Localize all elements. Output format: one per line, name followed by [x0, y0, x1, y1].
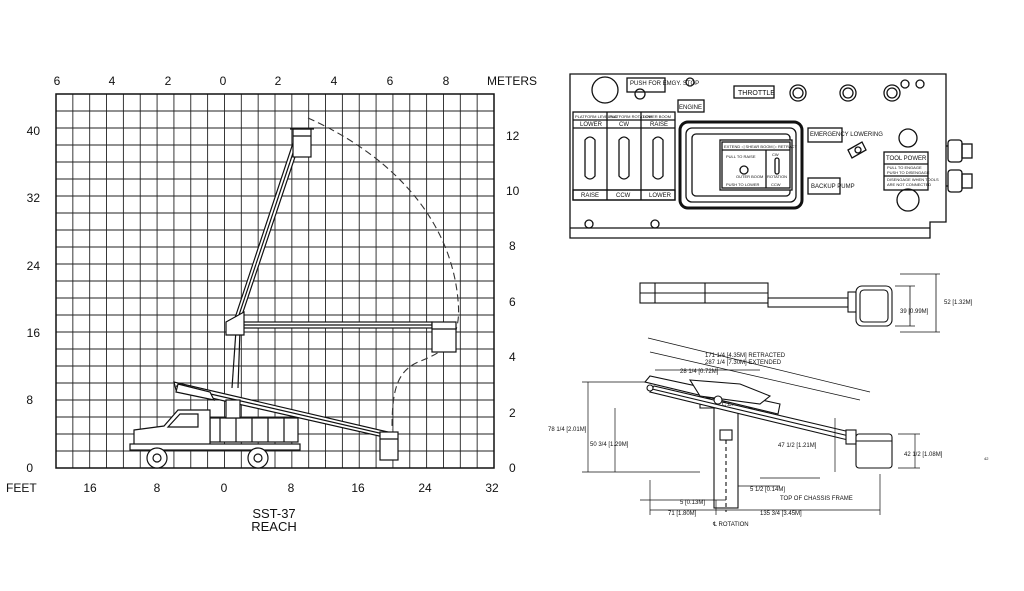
side-view-dimensions — [582, 337, 920, 515]
reach-caption: REACH — [251, 519, 297, 534]
feet-left-tick: 32 — [27, 191, 41, 205]
meter-top-tick: 6 — [387, 74, 394, 88]
meter-right-tick: 12 — [506, 129, 520, 143]
meter-right-labels: 12 10 8 6 4 2 0 — [506, 129, 520, 475]
meter-right-tick: 2 — [509, 406, 516, 420]
rotation-centerline: ℄ ROTATION — [712, 522, 749, 528]
lever-lower-label: LOWER — [649, 193, 672, 199]
feet-left-tick: 16 — [27, 326, 41, 340]
tool-power-note-1: DISENGAGE WHEN TOOLS — [887, 177, 939, 182]
meter-top-tick: 4 — [109, 74, 116, 88]
dim-5: 5 [0.13M] — [680, 500, 705, 506]
feet-left-labels: 40 32 24 16 8 0 — [26, 124, 40, 475]
lever-lower-label: CCW — [616, 193, 631, 199]
dim-78: 78 1/4 [2.01M] — [548, 427, 587, 433]
control-panel-labels: PUSH FOR EMGY. STOP ENGINE THROTTLE PLAT… — [575, 81, 939, 199]
dim-retracted: 171 1/4 [4.35M] RETRACTED — [705, 353, 786, 359]
push-lower-label: PUSH TO LOWER — [726, 182, 760, 187]
meter-top-tick: 6 — [54, 74, 61, 88]
feet-bottom-tick: 8 — [154, 481, 161, 495]
reach-chart: 6 4 2 0 2 4 6 8 METERS 40 32 24 16 8 0 1… — [6, 74, 537, 534]
tool-power-label: TOOL POWER — [886, 156, 927, 162]
dim-71: 71 [1.80M] — [668, 511, 697, 517]
page-mark: 42 — [984, 456, 989, 461]
feet-bottom-tick: 32 — [485, 481, 499, 495]
boom-lowered — [173, 381, 399, 461]
reach-envelope — [307, 117, 460, 431]
lever-top-label: LOWER BOOM — [643, 114, 671, 119]
meters-unit-label: METERS — [487, 74, 537, 88]
dim-39: 39 [0.99M] — [900, 309, 929, 315]
dim-28: 28 1/4 [0.72M] — [680, 369, 719, 375]
feet-bottom-tick: 0 — [221, 481, 228, 495]
dim-50: 50 3/4 [1.29M] — [590, 442, 629, 448]
dim-47: 47 1/2 [1.21M] — [778, 443, 817, 449]
backup-pump-label: BACKUP PUMP — [811, 184, 855, 190]
dim-5-half: 5 1/2 [0.14M] — [750, 487, 785, 493]
meter-right-tick: 8 — [509, 239, 516, 253]
tool-power-engage: PULL TO ENGAGE — [887, 165, 922, 170]
feet-unit-label: FEET — [6, 481, 37, 495]
feet-bottom-tick: 16 — [83, 481, 97, 495]
throttle-label: THROTTLE — [738, 90, 775, 97]
feet-bottom-tick: 16 — [351, 481, 365, 495]
boom-switch-label: EXTEND ◁ SHEAR BOOM ▷ RETRACT — [724, 144, 797, 149]
reach-grid — [56, 94, 494, 468]
dim-135: 135 3/4 [3.45M] — [760, 511, 802, 517]
reach-grid-frame — [55, 93, 495, 469]
meter-right-tick: 4 — [509, 350, 516, 364]
feet-bottom-labels: 16 8 0 8 16 24 32 — [83, 481, 499, 495]
dim-extended: 287 1/4 [7.30M] EXTENDED — [705, 360, 782, 366]
meter-top-tick: 8 — [443, 74, 450, 88]
side-view — [644, 375, 893, 512]
lever-upper-label: CW — [619, 122, 629, 128]
feet-left-tick: 40 — [27, 124, 41, 138]
top-view — [639, 273, 940, 333]
control-panel — [569, 73, 973, 239]
rotation-label: ROTATION — [767, 174, 787, 179]
meter-right-tick: 6 — [509, 295, 516, 309]
control-panel-outline — [569, 73, 947, 239]
truck — [129, 399, 301, 469]
rotation-cw-label: CW — [772, 152, 779, 157]
lever-upper-label: RAISE — [650, 122, 668, 128]
meter-top-labels: 6 4 2 0 2 4 6 8 — [54, 74, 450, 88]
side-view-labels: 171 1/4 [4.35M] RETRACTED 287 1/4 [7.30M… — [548, 353, 989, 528]
centerline-label: C.L. — [722, 402, 733, 408]
outer-boom-label: OUTER BOOM — [736, 174, 763, 179]
lever-top-label: PLATFORM LEVELING — [575, 114, 617, 119]
feet-left-tick: 24 — [27, 259, 41, 273]
boom-horizontal — [225, 310, 457, 353]
lever-upper-label: LOWER — [580, 122, 603, 128]
chassis-label: TOP OF CHASSIS FRAME — [780, 496, 853, 502]
estop-label: PUSH FOR EMGY. STOP — [630, 81, 699, 87]
meter-top-tick: 4 — [331, 74, 338, 88]
meter-top-tick: 0 — [220, 74, 227, 88]
feet-bottom-tick: 8 — [288, 481, 295, 495]
rotation-ccw-label: CCW — [771, 182, 781, 187]
emergency-lowering-label: EMERGENCY LOWERING — [810, 132, 883, 138]
lever-top-label: PLATFORM ROTATION — [609, 114, 652, 119]
meter-top-tick: 2 — [165, 74, 172, 88]
meter-right-tick: 10 — [506, 184, 520, 198]
meter-top-tick: 2 — [275, 74, 282, 88]
dim-52: 52 [1.32M] — [944, 300, 973, 306]
pull-raise-label: PULL TO RAISE — [726, 154, 756, 159]
meter-right-tick: 0 — [509, 461, 516, 475]
lever-lower-label: RAISE — [581, 193, 599, 199]
tool-power-disengage: PUSH TO DISENGAGE — [887, 170, 930, 175]
engine-label: ENGINE — [679, 105, 702, 111]
model-title: SST-37 — [252, 506, 295, 521]
dim-42: 42 1/2 [1.08M] — [904, 452, 943, 458]
feet-bottom-tick: 24 — [418, 481, 432, 495]
feet-left-tick: 0 — [26, 461, 33, 475]
tool-power-note-2: ARE NOT CONNECTED — [887, 182, 931, 187]
feet-left-tick: 8 — [26, 393, 33, 407]
